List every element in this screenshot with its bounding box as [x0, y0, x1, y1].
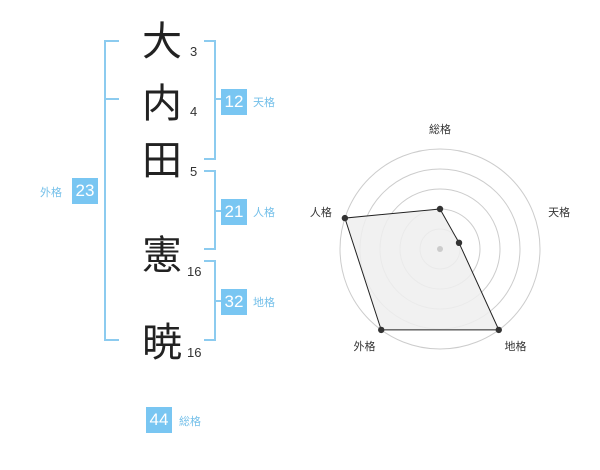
- radar-point-3: [495, 326, 502, 334]
- name-char-4: 憲: [142, 233, 182, 279]
- radar-axis-label-1: 総格: [429, 122, 451, 136]
- name-char-2: 内: [142, 81, 182, 127]
- name-char-5: 暁: [142, 320, 182, 366]
- tenkaku-bracket-tick: [214, 98, 222, 100]
- radar-point-4: [378, 326, 385, 334]
- jinkaku-bracket-tick: [214, 210, 222, 212]
- chikaku-label: 地格: [253, 296, 275, 309]
- soukaku-value-badge: 44: [146, 407, 172, 433]
- name-char-3: 田: [142, 138, 182, 184]
- radar-point-2: [455, 239, 463, 247]
- tenkaku-bracket: [204, 40, 216, 160]
- radar-axis-label-4: 外格: [353, 339, 375, 353]
- jinkaku-value-badge: 21: [221, 199, 247, 225]
- radar-point-5: [341, 214, 349, 222]
- gaikaku-bracket-tick: [104, 98, 119, 100]
- radar-center-dot: [437, 246, 443, 252]
- radar-axis-label-3: 地格: [505, 339, 527, 353]
- radar-axis-label-2: 天格: [548, 205, 570, 219]
- gaikaku-label: 外格: [40, 186, 62, 199]
- radar-grid-ring-5: [339, 148, 541, 350]
- stroke-count-3: 5: [190, 164, 198, 179]
- stroke-count-2: 4: [190, 104, 198, 119]
- gaikaku-value-badge: 23: [72, 178, 98, 204]
- radar-data-polygon: [344, 208, 500, 331]
- radar-point-1: [436, 205, 444, 213]
- gaikaku-bracket: [104, 40, 119, 341]
- jinkaku-label: 人格: [253, 206, 275, 219]
- name-char-1: 大: [142, 19, 182, 65]
- soukaku-label: 総格: [179, 415, 201, 428]
- stroke-count-4: 16: [187, 264, 202, 279]
- tenkaku-value-badge: 12: [221, 89, 247, 115]
- chikaku-value-badge: 32: [221, 289, 247, 315]
- chikaku-bracket-tick: [214, 300, 222, 302]
- stroke-count-5: 16: [187, 345, 202, 360]
- tenkaku-label: 天格: [253, 96, 275, 109]
- stroke-count-1: 3: [190, 44, 198, 59]
- radar-axis-label-5: 人格: [310, 205, 332, 219]
